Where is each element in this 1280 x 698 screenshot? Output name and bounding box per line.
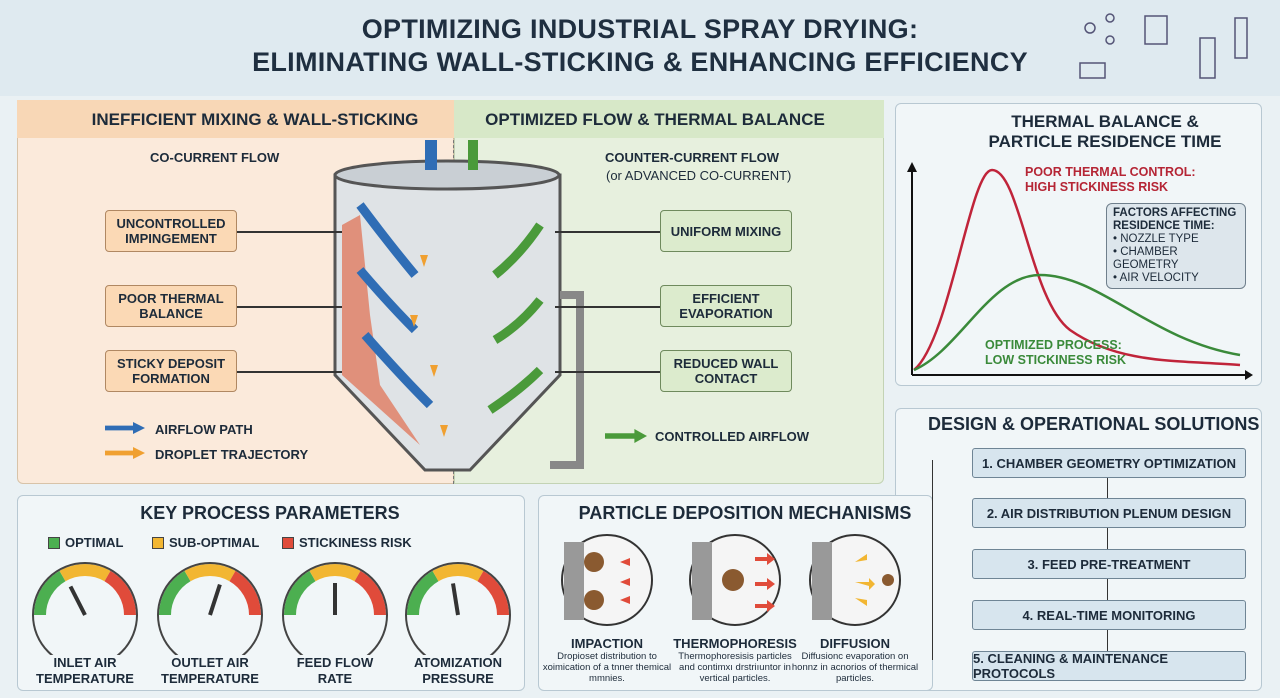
legend-risk: STICKINESS RISK xyxy=(282,535,412,550)
solution-step-3: 3. FEED PRE-TREATMENT xyxy=(972,549,1246,579)
thermal-title: THERMAL BALANCE &PARTICLE RESIDENCE TIME xyxy=(960,112,1250,152)
gauge-ring xyxy=(32,562,138,655)
gauge-arc xyxy=(104,570,136,616)
red-curve xyxy=(913,168,1241,371)
legend-suboptimal: SUB-OPTIMAL xyxy=(152,535,259,550)
residence-time-chart xyxy=(907,162,1253,380)
poor-thermal-balance-box: POOR THERMAL BALANCE xyxy=(105,285,237,327)
gauge-needle xyxy=(451,583,460,616)
gauge-arc xyxy=(159,570,191,616)
green-curve xyxy=(913,273,1241,372)
droplet-legend: DROPLET TRAJECTORY xyxy=(155,447,309,462)
counter-current-sub: (or ADVANCED CO-CURRENT) xyxy=(606,168,792,183)
optimized-header: OPTIMIZED FLOW & THERMAL BALANCE xyxy=(485,110,825,129)
gauge-ring xyxy=(282,562,388,655)
process-icons xyxy=(1079,13,1248,79)
solution-step-1: 1. CHAMBER GEOMETRY OPTIMIZATION xyxy=(972,448,1246,478)
gauge-arc xyxy=(59,564,111,582)
gauge-needle xyxy=(68,585,87,616)
reduced-wall-contact-box: REDUCED WALL CONTACT xyxy=(660,350,792,392)
solutions-title: DESIGN & OPERATIONAL SOLUTIONS xyxy=(928,414,1260,434)
gauge-arc xyxy=(407,570,439,616)
gauge-needle xyxy=(208,583,222,616)
gauge-arc xyxy=(354,570,386,616)
poor-control-label: POOR THERMAL CONTROL:HIGH STICKINESS RIS… xyxy=(1025,165,1196,194)
inefficient-header-bar xyxy=(17,100,454,138)
gauge-ring xyxy=(405,562,511,655)
mechanism-diagrams xyxy=(561,534,901,626)
solution-step-5: 5. CLEANING & MAINTENANCE PROTOCOLS xyxy=(972,651,1246,681)
page-title-line1: OPTIMIZING INDUSTRIAL SPRAY DRYING: xyxy=(361,14,919,44)
solution-step-2: 2. AIR DISTRIBUTION PLENUM DESIGN xyxy=(972,498,1246,528)
side-connector xyxy=(932,460,933,660)
spray-chamber xyxy=(333,140,584,472)
gauge-arc xyxy=(229,570,261,616)
co-current-label: CO-CURRENT FLOW xyxy=(150,150,280,165)
optimized-label: OPTIMIZED PROCESS:LOW STICKINESS RISK xyxy=(985,338,1126,367)
gauge-arc xyxy=(284,570,316,616)
airflow-legend: AIRFLOW PATH xyxy=(155,422,253,437)
connector-line xyxy=(237,306,342,308)
gauges xyxy=(32,562,511,655)
connector-line xyxy=(555,231,660,233)
connector-line xyxy=(555,371,660,373)
thermal-title-line1: THERMAL BALANCE & xyxy=(1011,112,1199,131)
solution-step-4: 4. REAL-TIME MONITORING xyxy=(972,600,1246,630)
optimized-header-bar xyxy=(454,100,884,138)
legend-optimal: OPTIMAL xyxy=(48,535,124,550)
gauge-arc xyxy=(432,564,484,582)
header-banner xyxy=(0,0,1280,96)
connector-line xyxy=(237,371,342,373)
controlled-airflow-legend: CONTROLLED AIRFLOW xyxy=(655,429,810,444)
gauge-arc xyxy=(184,564,236,582)
connector-line xyxy=(555,306,660,308)
mechanisms-title: PARTICLE DEPOSITION MECHANISMS xyxy=(578,503,912,523)
connector-line xyxy=(237,231,342,233)
gauge-arc xyxy=(309,564,361,582)
uniform-mixing-box: UNIFORM MIXING xyxy=(660,210,792,252)
counter-current-label: COUNTER-CURRENT FLOW xyxy=(605,150,780,165)
gauge-ring xyxy=(157,562,263,655)
params-panel xyxy=(17,495,525,691)
uncontrolled-impingement-box: UNCONTROLLED IMPINGEMENT xyxy=(105,210,237,252)
sticky-deposit-box: STICKY DEPOSIT FORMATION xyxy=(105,350,237,392)
params-title: KEY PROCESS PARAMETERS xyxy=(140,503,400,523)
inefficient-header: INEFFICIENT MIXING & WALL-STICKING xyxy=(91,110,419,129)
efficient-evaporation-box: EFFICIENT EVAPORATION xyxy=(660,285,792,327)
thermal-title-line2: PARTICLE RESIDENCE TIME xyxy=(988,132,1222,151)
page-title-line2: ELIMINATING WALL-STICKING & ENHANCING EF… xyxy=(252,47,1028,77)
gauge-arc xyxy=(477,570,509,616)
gauge-arc xyxy=(34,570,66,616)
